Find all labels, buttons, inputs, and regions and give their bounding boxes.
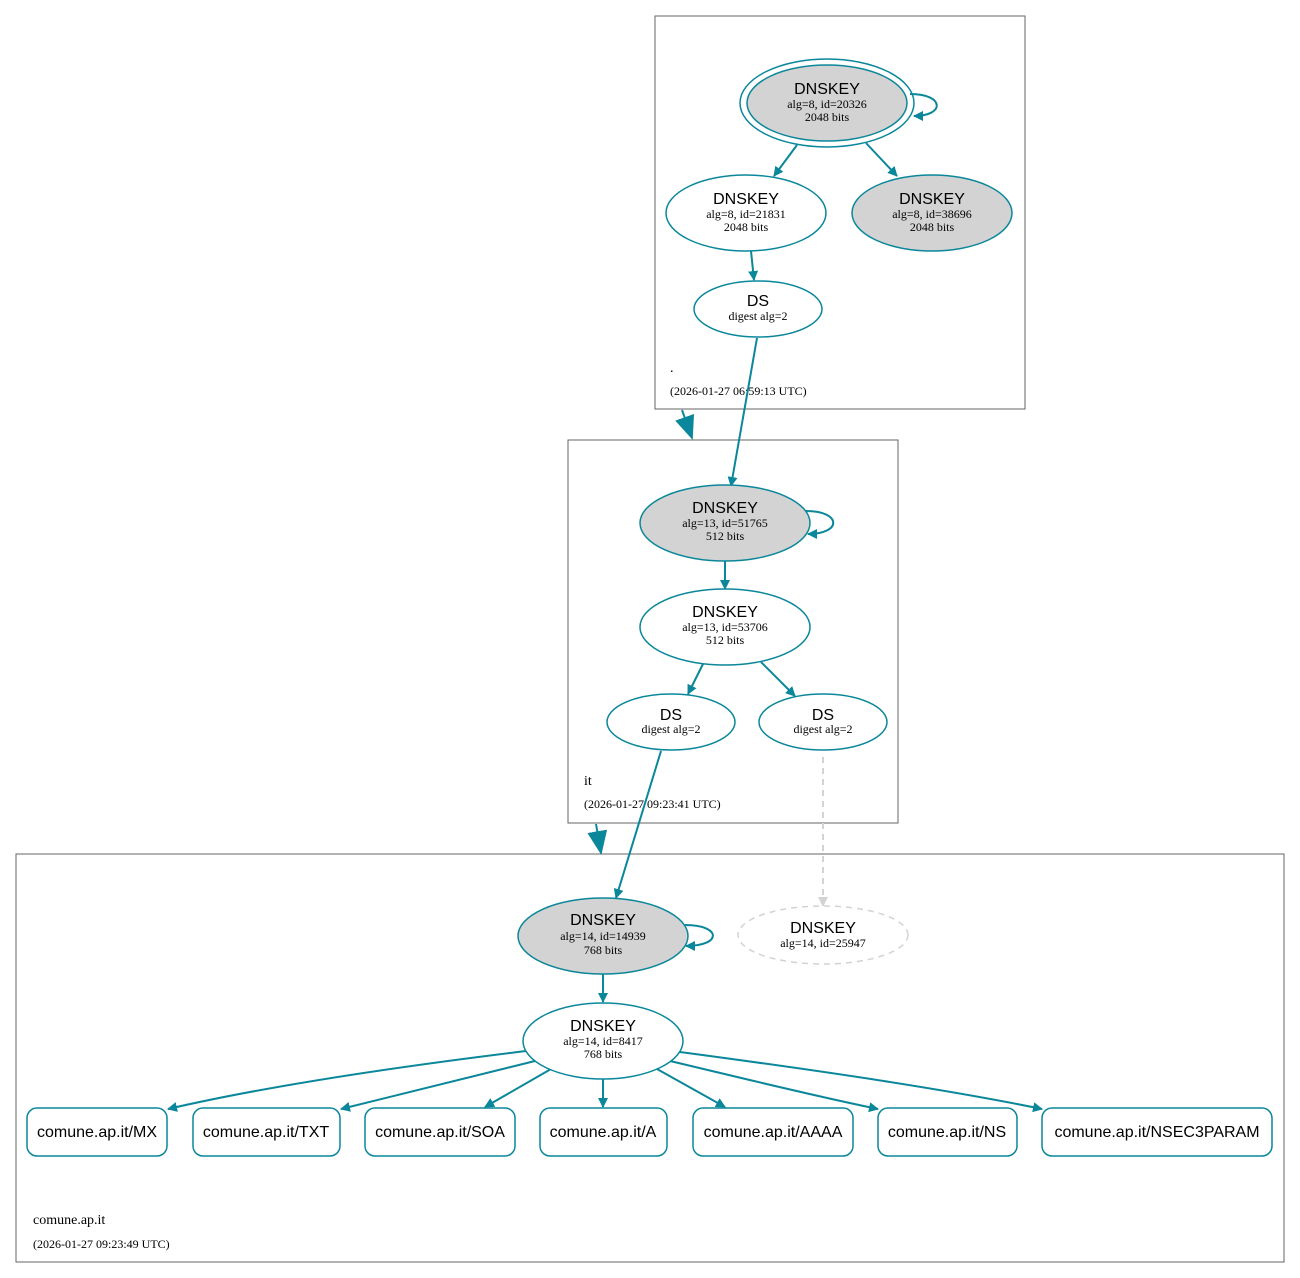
root-zsk-size: 2048 bits [724,220,769,234]
rrset-aaaa-node[interactable]: comune.ap.it/AAAA [692,1107,854,1157]
rrset-a-label: comune.ap.it/A [550,1124,657,1141]
root-ksk-size: 2048 bits [805,110,850,124]
edge-root-zsk-to-ds [748,250,759,281]
it-ksk-detail: alg=13, id=51765 [682,516,768,530]
rrset-mx-label: comune.ap.it/MX [37,1124,157,1141]
edge-comune-ksk-self [684,924,714,951]
rrset-a-node[interactable]: comune.ap.it/A [539,1107,668,1157]
root-zsk-detail: alg=8, id=21831 [706,207,786,221]
zone-root-timestamp: (2026-01-27 06:59:13 UTC) [670,384,807,398]
root-key3-title: DNSKEY [899,191,965,208]
zone-comune-name: comune.ap.it [33,1213,105,1228]
edge-zsk-to-ns [669,1060,879,1113]
comune-missing-key-detail: alg=14, id=25947 [780,936,866,950]
rrset-aaaa-label: comune.ap.it/AAAA [704,1124,843,1141]
comune-ksk-detail: alg=14, id=14939 [560,929,646,943]
comune-zsk-title: DNSKEY [570,1018,636,1035]
it-ksk-title: DNSKEY [692,500,758,517]
root-ksk-title: DNSKEY [794,81,860,98]
edge-zsk-to-soa [484,1068,552,1108]
rrset-ns-node[interactable]: comune.ap.it/NS [877,1107,1018,1157]
it-ksk-size: 512 bits [706,529,745,543]
it-ds1-title: DS [660,707,682,724]
edge-zsk-to-nsec3param [679,1051,1043,1113]
edge-zsk-to-mx [167,1050,527,1112]
rrset-soa-label: comune.ap.it/SOA [375,1124,505,1141]
rrset-txt-node[interactable]: comune.ap.it/TXT [192,1107,341,1157]
comune-ksk-size: 768 bits [584,943,623,957]
comune-zsk-size: 768 bits [584,1047,623,1061]
comune-ksk-title: DNSKEY [570,912,636,929]
zone-comune-timestamp: (2026-01-27 09:23:49 UTC) [33,1237,170,1251]
edge-root-ds-to-it-ksk [727,337,758,487]
edge-it-ksk-self [805,510,835,539]
edge-it-zsk-to-ds1 [687,663,704,695]
edge-root-ksk-self [909,93,938,121]
rrset-nsec3param-label: comune.ap.it/NSEC3PARAM [1054,1124,1259,1141]
comune-missing-key-title: DNSKEY [790,920,856,937]
edge-root-ksk-to-zsk [773,144,798,177]
edge-it-zsk-to-ds2 [760,661,796,697]
root-ksk-node[interactable]: DNSKEY alg=8, id=20326 2048 bits [739,58,915,148]
root-key3-size: 2048 bits [910,220,955,234]
it-zsk-title: DNSKEY [692,604,758,621]
edge-zsk-to-txt [340,1060,536,1112]
root-key3-node[interactable]: DNSKEY alg=8, id=38696 2048 bits [851,174,1013,252]
it-ds2-detail: digest alg=2 [793,722,852,736]
it-zsk-detail: alg=13, id=53706 [682,620,768,634]
comune-zsk-node[interactable]: DNSKEY alg=14, id=8417 768 bits [522,1002,684,1080]
it-ds2-title: DS [812,707,834,724]
zone-it-timestamp: (2026-01-27 09:23:41 UTC) [584,797,721,811]
rrset-mx-node[interactable]: comune.ap.it/MX [26,1107,168,1157]
rrset-nsec3param-node[interactable]: comune.ap.it/NSEC3PARAM [1041,1107,1273,1157]
root-zsk-title: DNSKEY [713,191,779,208]
root-ds-title: DS [747,293,769,310]
root-key3-detail: alg=8, id=38696 [892,207,972,221]
it-ds1-node[interactable]: DS digest alg=2 [606,693,736,751]
root-ksk-detail: alg=8, id=20326 [787,97,867,111]
rrset-soa-node[interactable]: comune.ap.it/SOA [364,1107,516,1157]
rrset-txt-label: comune.ap.it/TXT [203,1124,330,1141]
rrset-ns-label: comune.ap.it/NS [888,1124,1006,1141]
root-ds-detail: digest alg=2 [728,309,787,323]
edge-zsk-to-aaaa [656,1068,726,1108]
comune-ksk-node[interactable]: DNSKEY alg=14, id=14939 768 bits [517,897,689,975]
edge-it-ds1-to-comune-ksk [613,750,662,899]
it-ds2-node[interactable]: DS digest alg=2 [758,693,888,751]
comune-missing-key-node[interactable]: DNSKEY alg=14, id=25947 [737,905,909,965]
delegation-it-to-comune [587,823,608,855]
comune-zsk-detail: alg=14, id=8417 [563,1034,643,1048]
it-ksk-node[interactable]: DNSKEY alg=13, id=51765 512 bits [639,484,811,562]
edge-root-ksk-to-key3 [865,142,898,177]
zone-root-name: . [670,361,674,376]
root-ds-node[interactable]: DS digest alg=2 [693,280,823,338]
delegation-root-to-it [675,409,695,440]
zone-it-name: it [584,774,592,789]
it-zsk-node[interactable]: DNSKEY alg=13, id=53706 512 bits [639,588,811,666]
it-zsk-size: 512 bits [706,633,745,647]
root-zsk-node[interactable]: DNSKEY alg=8, id=21831 2048 bits [665,174,827,252]
it-ds1-detail: digest alg=2 [641,722,700,736]
